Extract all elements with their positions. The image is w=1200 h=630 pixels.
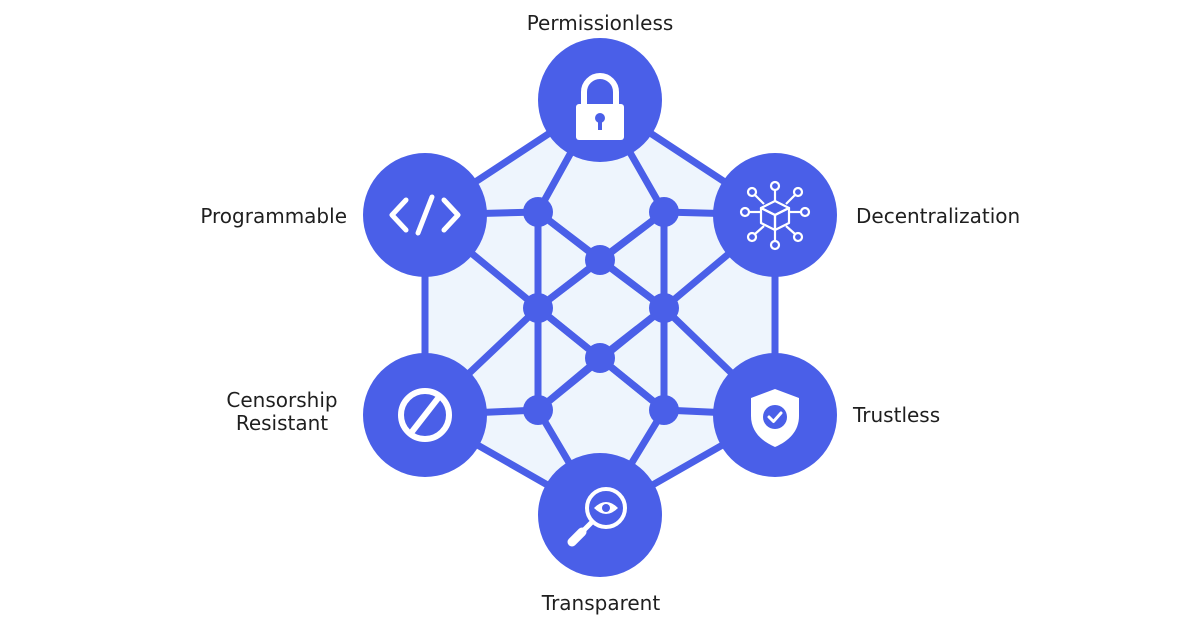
censorship-resistant-node (363, 353, 487, 477)
code-brackets-icon (389, 194, 461, 236)
shield-check-icon (751, 389, 799, 447)
junction-node (523, 293, 553, 323)
junction-node (649, 293, 679, 323)
permissionless-label: Permissionless (526, 11, 674, 35)
network-cube-icon (739, 180, 811, 251)
censorship-resistant-label: Censorship Resistant (226, 389, 337, 435)
censorship-resistant-label-line1: Censorship (226, 388, 338, 412)
padlock-icon (576, 73, 624, 140)
magnifier-eye-icon (567, 487, 627, 547)
junction-node (523, 395, 553, 425)
prohibited-icon (398, 388, 452, 442)
decentralization-node (713, 153, 837, 277)
trustless-node (713, 353, 837, 477)
junction-node (585, 245, 615, 275)
junction-node (649, 197, 679, 227)
programmable-label: Programmable (200, 204, 347, 228)
junction-node (585, 343, 615, 373)
transparent-node (538, 453, 662, 577)
permissionless-node (538, 38, 662, 162)
programmable-node (363, 153, 487, 277)
censorship-resistant-label-line2: Resistant (235, 411, 329, 435)
trustless-label: Trustless (853, 403, 941, 427)
junction-node (523, 197, 553, 227)
transparent-label: Transparent (541, 591, 661, 615)
hexagon-background (421, 96, 779, 519)
junction-node (649, 395, 679, 425)
decentralization-label: Decentralization (856, 204, 1021, 228)
junction-nodes (523, 197, 679, 425)
